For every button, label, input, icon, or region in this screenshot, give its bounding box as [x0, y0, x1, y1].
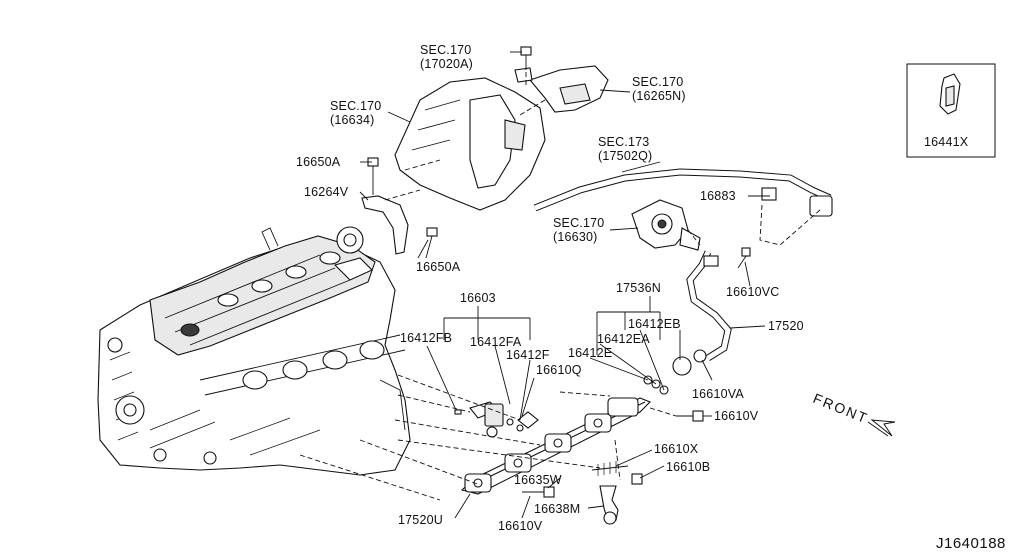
diagram-code: J1640188	[936, 535, 1006, 552]
label-16650a-bottom: 16650A	[416, 260, 461, 274]
label-16603: 16603	[460, 291, 496, 305]
label-16412fa: 16412FA	[470, 335, 522, 349]
injector-16603	[454, 401, 539, 438]
label-16638m: 16638M	[534, 502, 580, 516]
label-16610b: 16610B	[666, 460, 710, 474]
label-sec170-16630: SEC.170	[553, 216, 604, 230]
callout-labels: SEC.170 (17020A) SEC.170 (16265N) SEC.17…	[296, 43, 1006, 552]
label-16610v-right: 16610V	[714, 409, 759, 423]
label-16610x: 16610X	[654, 442, 699, 456]
engine-assembly	[97, 226, 411, 476]
bolt-17020a	[520, 46, 532, 70]
label-17520u: 17520U	[398, 513, 443, 527]
engine-cover-16634	[394, 77, 546, 211]
label-16412f: 16412F	[506, 348, 550, 362]
label-16610va: 16610VA	[692, 387, 744, 401]
label-16650a-top: 16650A	[296, 155, 341, 169]
label-16610q: 16610Q	[536, 363, 582, 377]
label-16265n: (16265N)	[632, 89, 686, 103]
label-17520: 17520	[768, 319, 804, 333]
assembly-lines	[299, 72, 821, 501]
label-sec170-16634: SEC.170	[330, 99, 381, 113]
label-16635w: 16635W	[514, 473, 562, 487]
label-16634: (16634)	[330, 113, 375, 127]
orings-16412e	[643, 375, 669, 395]
label-sec173-17502q: SEC.173	[598, 135, 649, 149]
detail-box-16441x	[906, 63, 996, 158]
label-16412eb: 16412EB	[628, 317, 681, 331]
hardware-bolts	[522, 410, 704, 525]
label-sec170-17020a: SEC.170	[420, 43, 471, 57]
fuel-rail-17520u	[460, 397, 651, 495]
bracket-16265n	[514, 65, 609, 113]
bracket-16264v	[361, 157, 438, 259]
label-16883: 16883	[700, 189, 736, 203]
label-16610vc: 16610VC	[726, 285, 780, 299]
fuel-hose-assembly	[533, 168, 833, 217]
fuel-pump-16630	[631, 199, 701, 251]
label-17502q: (17502Q)	[598, 149, 652, 163]
label-16412e: 16412E	[568, 346, 612, 360]
label-17020a: (17020A)	[420, 57, 473, 71]
leader-lines	[359, 51, 770, 519]
label-16412fb: 16412FB	[400, 331, 452, 345]
label-16264v: 16264V	[304, 185, 349, 199]
front-label: FRONT	[811, 390, 871, 427]
label-17536n: 17536N	[616, 281, 661, 295]
fuel-tube-17520	[672, 247, 751, 376]
label-16610v-bottom: 16610V	[498, 519, 543, 533]
label-16441x: 16441X	[924, 135, 969, 149]
front-direction-arrow	[867, 419, 896, 437]
label-16630: (16630)	[553, 230, 598, 244]
label-sec170-16265n: SEC.170	[632, 75, 683, 89]
label-16412ea: 16412EA	[597, 332, 650, 346]
